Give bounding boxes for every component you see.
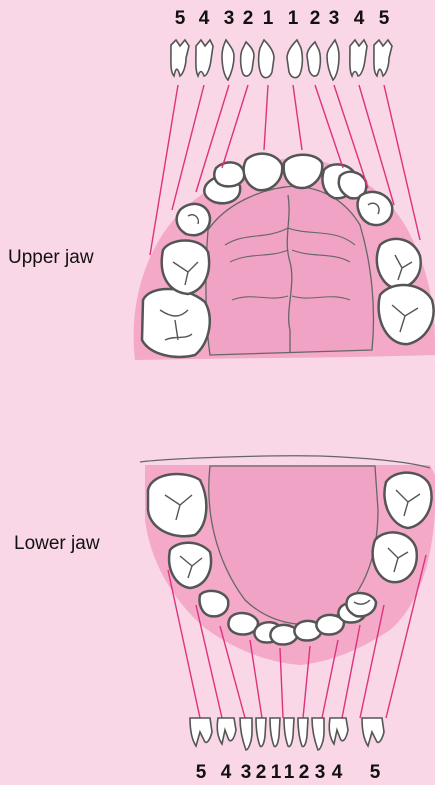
upper-premolar-icon-4r: [196, 40, 213, 76]
lower-incisor-icon-2l: [298, 718, 308, 747]
lower-number-1r: 1: [271, 762, 282, 783]
upper-canine-icon-3l: [327, 40, 339, 80]
upper-number-row: 5 4 3 2 1 1 2 3 4 5: [175, 8, 390, 29]
upper-right-molar-1: [162, 241, 209, 295]
lower-premolar-icon-4r: [217, 718, 236, 744]
upper-number-3l: 3: [329, 8, 340, 29]
lower-number-2l: 2: [299, 762, 310, 783]
lower-right-premolar-2: [199, 591, 228, 617]
upper-tooth-icons: [171, 40, 392, 80]
upper-number-2l: 2: [310, 8, 321, 29]
lower-molar-icon-5r: [190, 718, 212, 746]
upper-left-premolar-1: [358, 192, 393, 225]
lower-molar-icon-5l: [362, 718, 384, 746]
lower-tooth-icons: [190, 718, 384, 750]
upper-number-5r: 5: [175, 8, 186, 29]
lower-number-4l: 4: [332, 762, 343, 783]
upper-incisor-icon-1r: [259, 40, 274, 78]
upper-left-premolar-2: [377, 239, 421, 288]
upper-incisor-icon-2r: [241, 42, 254, 76]
upper-number-2r: 2: [243, 8, 254, 29]
upper-number-1l: 1: [288, 8, 299, 29]
lower-incisor-icon-1r: [270, 718, 280, 747]
upper-right-premolar-2: [177, 204, 210, 235]
upper-incisor-icon-2l: [307, 42, 320, 76]
lower-jaw: [140, 456, 435, 665]
lower-right-molar-2: [148, 474, 206, 536]
lower-incisor-icon-2r: [256, 718, 266, 747]
upper-molar-icon-5r: [171, 40, 189, 76]
upper-incisor-icon-1l: [287, 40, 302, 78]
lower-canine-icon-3r: [240, 718, 252, 750]
lower-number-1l: 1: [284, 762, 295, 783]
lower-incisor-icon-1l: [284, 718, 294, 747]
upper-right-incisor-2: [244, 154, 283, 191]
upper-number-5l: 5: [379, 8, 390, 29]
upper-canine-icon-3r: [222, 40, 234, 80]
upper-molar-icon-5l: [374, 40, 392, 76]
upper-leader-4r: [172, 85, 204, 210]
upper-leader-1l: [293, 85, 302, 150]
lower-number-2r: 2: [256, 762, 267, 783]
lower-number-3r: 3: [241, 762, 252, 783]
lower-number-3l: 3: [315, 762, 326, 783]
lower-premolar-icon-4l: [329, 718, 348, 744]
upper-leader-1r: [264, 85, 268, 150]
lower-number-4r: 4: [221, 762, 232, 783]
upper-premolar-icon-4l: [350, 40, 367, 76]
upper-jaw-label: Upper jaw: [8, 247, 94, 269]
upper-number-3r: 3: [224, 8, 235, 29]
lower-number-row: 5 4 3 2 1 1 2 3 4 5: [196, 762, 381, 783]
lower-number-5l: 5: [370, 762, 381, 783]
upper-right-canine: [214, 162, 244, 186]
lower-left-molar-1: [373, 532, 417, 582]
lower-canine-icon-3l: [312, 718, 324, 750]
upper-number-4l: 4: [354, 8, 365, 29]
lower-jaw-label: Lower jaw: [14, 533, 100, 555]
upper-leader-2r: [222, 85, 248, 168]
upper-number-4r: 4: [199, 8, 210, 29]
upper-number-1r: 1: [263, 8, 274, 29]
lower-number-5r: 5: [196, 762, 207, 783]
